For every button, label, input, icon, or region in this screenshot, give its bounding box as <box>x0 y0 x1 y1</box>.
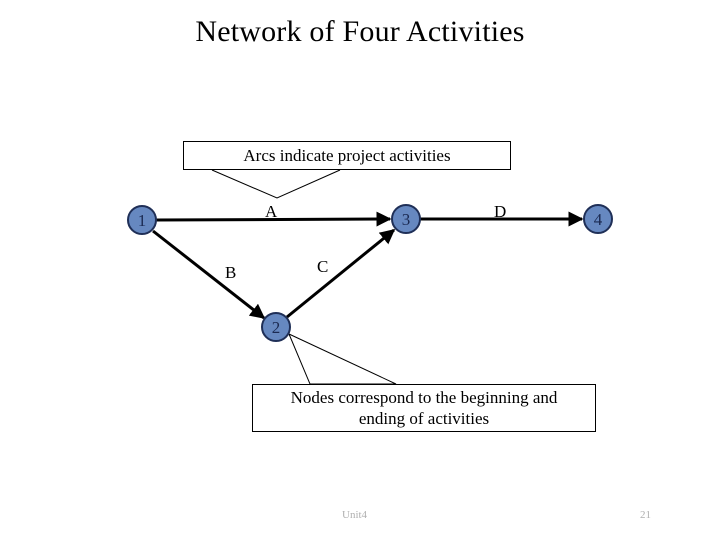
edge-c-line <box>286 228 396 319</box>
edge-a-line <box>155 211 392 227</box>
node-1-circle[interactable] <box>127 205 157 235</box>
edge-label-c: C <box>317 257 329 276</box>
edge-b-line <box>152 229 266 320</box>
edge-label-a: A <box>265 202 278 221</box>
node-3-circle[interactable] <box>391 204 421 234</box>
page-title: Network of Four Activities <box>195 15 525 48</box>
footer-page-number: 21 <box>640 509 651 521</box>
callout-nodes-pointer <box>288 333 397 385</box>
footer-unit-label: Unit4 <box>342 509 368 521</box>
edge-label-b: B <box>225 263 237 282</box>
edge-label-d: D <box>494 202 507 221</box>
node-2-circle[interactable] <box>261 312 291 342</box>
callout-nodes-text: Nodes correspond to the beginning and en… <box>290 388 558 428</box>
callout-arcs-pointer <box>211 169 341 199</box>
callout-arcs-text: Arcs indicate project activities <box>243 146 451 165</box>
callout-arcs-box: Arcs indicate project activities <box>183 141 511 170</box>
node-4-circle[interactable] <box>583 204 613 234</box>
callout-nodes-box: Nodes correspond to the beginning and en… <box>252 384 596 432</box>
